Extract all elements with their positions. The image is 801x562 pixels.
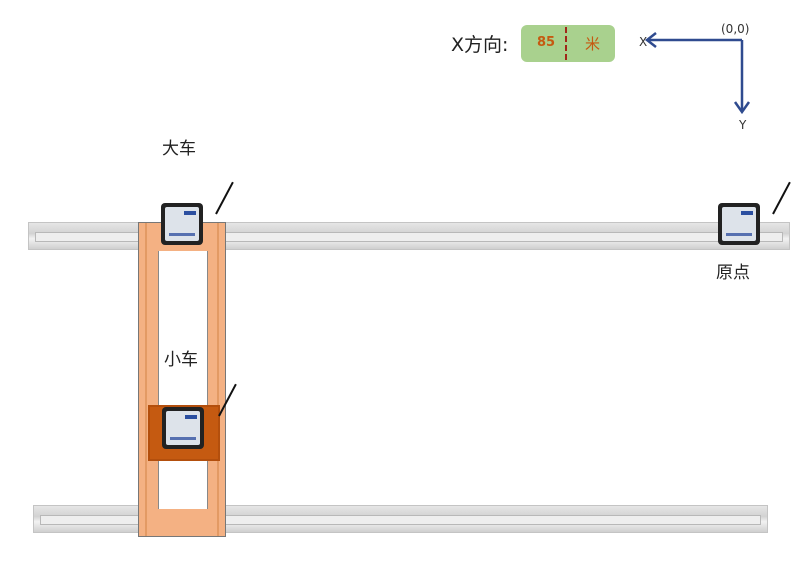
origin-label: 原点 xyxy=(716,263,750,283)
small-car-device-icon xyxy=(162,407,204,449)
small-car-label: 小车 xyxy=(164,345,198,370)
antenna-icon xyxy=(215,181,234,215)
x-value-box: 85 米 xyxy=(521,25,615,62)
axis-y-label: Y xyxy=(739,118,747,132)
big-car-device-icon xyxy=(161,203,203,245)
origin-device-icon xyxy=(718,203,760,245)
divider xyxy=(565,27,567,60)
big-car-label: 大车 xyxy=(162,139,196,159)
x-unit: 米 xyxy=(585,35,601,53)
x-value: 85 xyxy=(537,35,556,50)
axis-x-label: X xyxy=(639,35,648,49)
antenna-icon xyxy=(772,181,791,215)
axis-origin-label: (0,0) xyxy=(721,22,750,36)
gantry-frame xyxy=(138,222,226,537)
axis-arrows xyxy=(644,32,751,115)
x-direction-label: X方向: xyxy=(451,34,509,56)
